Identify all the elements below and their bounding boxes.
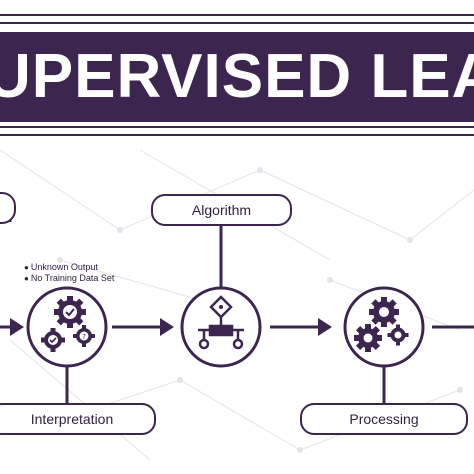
title-banner: UPERVISED LEARN bbox=[0, 32, 474, 122]
banner-bottom-rule bbox=[0, 126, 474, 136]
interpretation-label: Interpretation bbox=[30, 411, 114, 427]
note-no-training-data: ●No Training Data Set bbox=[24, 273, 115, 283]
banner-top-rule bbox=[0, 14, 474, 24]
note-unknown-output: ●Unknown Output bbox=[24, 262, 98, 272]
algorithm-box: Algorithm bbox=[151, 194, 292, 226]
arrow-head-3 bbox=[318, 318, 332, 336]
banner-title: UPERVISED LEARN bbox=[0, 42, 474, 111]
flowchart-icon bbox=[198, 295, 244, 350]
bullet-icon: ● bbox=[24, 274, 29, 283]
arrow-head-1 bbox=[10, 318, 24, 336]
svg-text:?: ? bbox=[82, 333, 86, 341]
processing-label: Processing bbox=[349, 411, 419, 427]
algorithm-label: Algorithm bbox=[191, 202, 252, 218]
processing-box: Processing bbox=[300, 403, 468, 435]
arrow-head-2 bbox=[160, 318, 174, 336]
interpretation-box: Interpretation bbox=[0, 403, 156, 435]
gears-check-icon: ? bbox=[41, 296, 95, 352]
bullet-icon: ● bbox=[24, 263, 29, 272]
